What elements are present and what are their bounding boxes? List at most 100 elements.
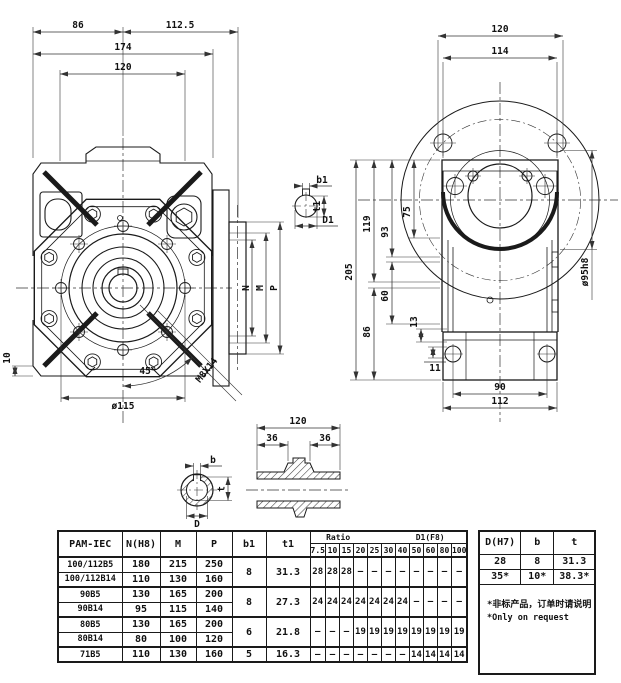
ratio-value: — bbox=[422, 586, 438, 618]
side-view-drawing bbox=[358, 82, 618, 422]
ratio-value: 19 bbox=[408, 616, 424, 648]
ratio-col: 50 bbox=[408, 543, 424, 558]
ratio-value: 19 bbox=[352, 616, 368, 648]
n-cell: 180 bbox=[121, 556, 161, 573]
dim-flange-p: P bbox=[269, 285, 280, 291]
dim-93: 93 bbox=[380, 226, 391, 238]
ratio-value: — bbox=[352, 556, 368, 588]
m-cell: 100 bbox=[159, 631, 197, 648]
ratio-value: 19 bbox=[394, 616, 410, 648]
pam-cell: 100/112B14 bbox=[57, 571, 123, 588]
dim-174: 174 bbox=[114, 42, 131, 53]
ratio-band-header: Ratio D1(F8) bbox=[309, 530, 468, 544]
pam-cell: 80B14 bbox=[57, 631, 123, 648]
n-cell: 95 bbox=[121, 601, 161, 618]
ratio-value: 24 bbox=[366, 586, 382, 618]
dim-bolt-circle: ø115 bbox=[112, 401, 135, 412]
ratio-value: 19 bbox=[450, 616, 468, 648]
ratio-value: — bbox=[352, 646, 368, 663]
ratio-value: — bbox=[366, 646, 382, 663]
dim-b1: b1 bbox=[316, 175, 328, 186]
ratio-value: 24 bbox=[394, 586, 410, 618]
dim-45deg: 45° bbox=[139, 366, 156, 377]
dim-119: 119 bbox=[362, 215, 373, 232]
p-cell: 200 bbox=[195, 586, 233, 603]
dim-d1: D1 bbox=[322, 215, 334, 226]
col-header-t1: t1 bbox=[265, 530, 311, 558]
t-cell: 38.3* bbox=[553, 568, 596, 585]
ratio-value: — bbox=[324, 646, 340, 663]
b1-cell: 5 bbox=[231, 646, 267, 663]
p-cell: 160 bbox=[195, 571, 233, 588]
ratio-col: 40 bbox=[394, 543, 410, 558]
output-table-wrap: D(H7) b t 28 8 31.3 35* 10* 38.3* *非标产品，… bbox=[478, 530, 597, 675]
col-header-n: N(H8) bbox=[121, 530, 161, 558]
ratio-value: 28 bbox=[324, 556, 340, 588]
ratio-value: — bbox=[450, 586, 468, 618]
t1-cell: 16.3 bbox=[265, 646, 311, 663]
ratio-col: 20 bbox=[352, 543, 368, 558]
ratio-value: 14 bbox=[422, 646, 438, 663]
n-cell: 130 bbox=[121, 586, 161, 603]
keyway-detail-drawing: b1 t1 D1 bbox=[292, 175, 338, 229]
ratio-value: — bbox=[380, 556, 396, 588]
ratio-value: — bbox=[338, 646, 354, 663]
ratio-col: 7.5 bbox=[309, 543, 326, 558]
ratio-col: 15 bbox=[338, 543, 354, 558]
ratio-value: — bbox=[422, 556, 438, 588]
dim-112: 112 bbox=[491, 396, 508, 407]
ratio-value: 24 bbox=[324, 586, 340, 618]
m-cell: 130 bbox=[159, 571, 197, 588]
ratio-col: 30 bbox=[380, 543, 396, 558]
dim-75: 75 bbox=[402, 206, 413, 218]
ratio-value: 28 bbox=[338, 556, 354, 588]
ratio-value: — bbox=[394, 556, 410, 588]
pam-cell: 71B5 bbox=[57, 646, 123, 663]
footnote-english: *Only on request bbox=[487, 612, 569, 623]
ratio-value: — bbox=[309, 616, 326, 648]
col-header-b1: b1 bbox=[231, 530, 267, 558]
t1-cell: 31.3 bbox=[265, 556, 311, 588]
ratio-value: — bbox=[436, 556, 452, 588]
col-header-pam: PAM-IEC bbox=[57, 530, 123, 558]
dim-key-t: t bbox=[217, 486, 228, 492]
dim-205: 205 bbox=[344, 263, 355, 280]
dim-flange-n: N bbox=[241, 285, 252, 291]
drawing-views: 86 112.5 174 120 10 ø115 45° M8X14 N M P… bbox=[2, 20, 618, 528]
p-cell: 140 bbox=[195, 601, 233, 618]
dim-11: 11 bbox=[429, 363, 441, 374]
p-cell: 200 bbox=[195, 616, 233, 633]
front-view-dimensions: 86 112.5 174 120 10 ø115 45° M8X14 N M P bbox=[2, 20, 284, 412]
spec-table-wrap: PAM-IEC N(H8) M P b1 t1 Ratio D1(F8) 7.5… bbox=[57, 530, 469, 663]
ratio-value: 24 bbox=[380, 586, 396, 618]
ratio-col: 25 bbox=[366, 543, 382, 558]
ratio-value: 24 bbox=[338, 586, 354, 618]
dim-13: 13 bbox=[409, 316, 420, 328]
spec-table: PAM-IEC N(H8) M P b1 t1 Ratio D1(F8) 7.5… bbox=[57, 530, 469, 663]
dim-t1: t1 bbox=[312, 201, 323, 213]
m-cell: 130 bbox=[159, 646, 197, 663]
b1-cell: 6 bbox=[231, 616, 267, 648]
ratio-value: — bbox=[324, 616, 340, 648]
ratio-value: 14 bbox=[408, 646, 424, 663]
ratio-value: — bbox=[394, 646, 410, 663]
p-cell: 160 bbox=[195, 646, 233, 663]
ratio-value: — bbox=[408, 556, 424, 588]
p-cell: 250 bbox=[195, 556, 233, 573]
dim-86: 86 bbox=[72, 20, 84, 31]
dim-sleeve-120: 120 bbox=[289, 416, 306, 427]
col-header-m: M bbox=[159, 530, 197, 558]
front-bolt-holes bbox=[52, 217, 194, 359]
ratio-value: 19 bbox=[436, 616, 452, 648]
ratio-value: 19 bbox=[380, 616, 396, 648]
dim-36-right: 36 bbox=[319, 433, 331, 444]
t1-cell: 21.8 bbox=[265, 616, 311, 648]
d-cell: 28 bbox=[478, 553, 522, 570]
pam-cell: 90B14 bbox=[57, 601, 123, 618]
dim-key-b: b bbox=[210, 455, 216, 466]
d-cell: 35* bbox=[478, 568, 522, 585]
dim-112-5: 112.5 bbox=[166, 20, 195, 31]
n-cell: 110 bbox=[121, 571, 161, 588]
ratio-col: 80 bbox=[436, 543, 452, 558]
